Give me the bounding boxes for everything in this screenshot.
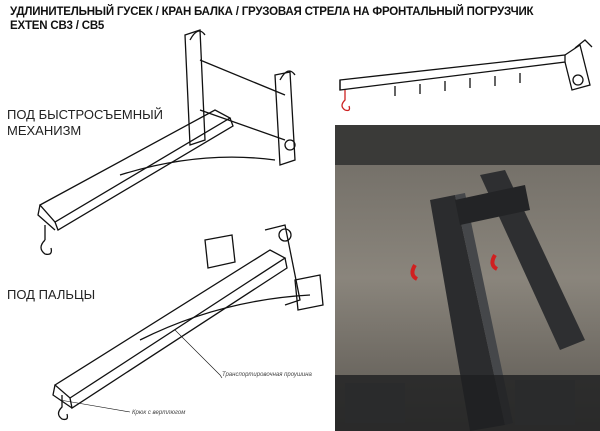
page-title: УДЛИНИТЕЛЬНЫЙ ГУСЕК / КРАН БАЛКА / ГРУЗО…	[10, 5, 534, 33]
label-pins: ПОД ПАЛЬЦЫ	[7, 287, 96, 302]
product-photo	[335, 125, 600, 431]
note-hook: Крюк с вертлюгом	[132, 410, 186, 416]
boom-drawing-pins	[52, 224, 324, 421]
note-transport-eye: Транспортировочная проушина	[222, 372, 312, 378]
label-quick-coupler: ПОД БЫСТРОСЪЕМНЫЙ МЕХАНИЗМ	[7, 107, 163, 138]
boom-drawing-quick-coupler	[37, 29, 296, 231]
hook-icon	[40, 225, 53, 256]
title-line-2: EXTEN CB3 / CB5	[10, 20, 105, 32]
title-line-1: УДЛИНИТЕЛЬНЫЙ ГУСЕК / КРАН БАЛКА / ГРУЗО…	[10, 6, 534, 18]
boom-drawing-side-view	[339, 39, 593, 112]
